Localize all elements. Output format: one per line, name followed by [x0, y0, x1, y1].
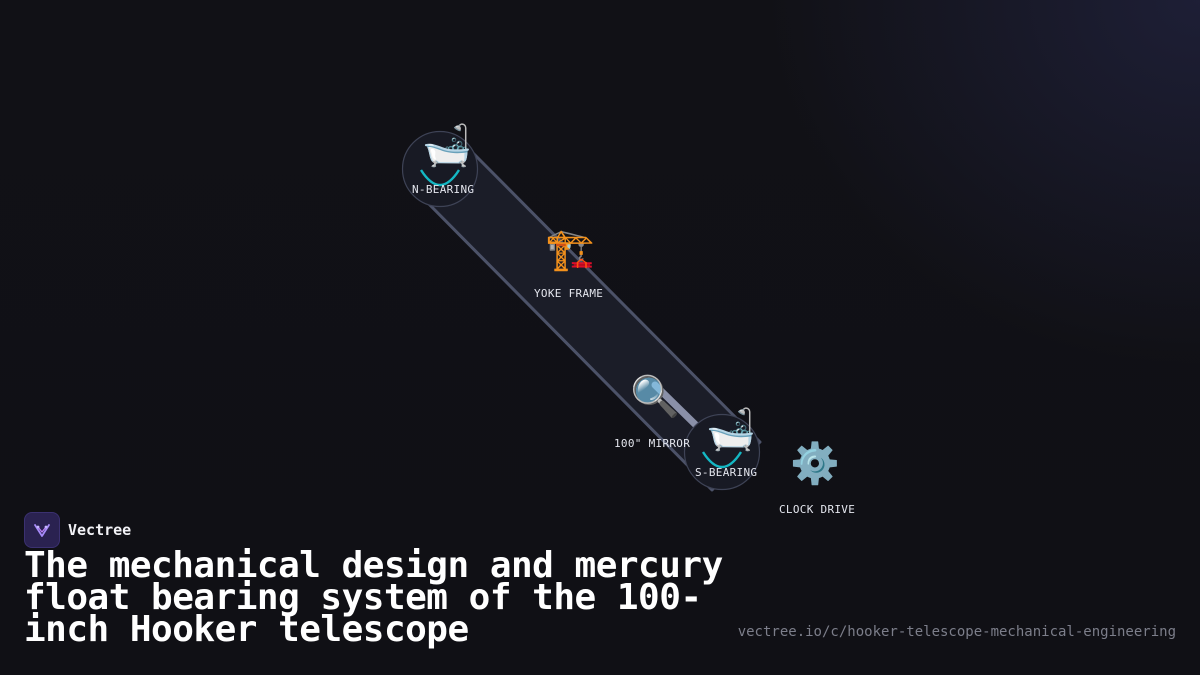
vectree-logo-icon — [24, 512, 60, 548]
s-bearing-ring — [683, 413, 761, 491]
mirror-label: 100" MIRROR — [614, 437, 691, 450]
bathtub-icon: 🛁 — [706, 407, 756, 453]
brand-name: Vectree — [68, 521, 132, 539]
magnifier-icon: 🔍 — [630, 374, 680, 420]
n-bearing-ring — [401, 130, 479, 208]
n-bearing-mercury-arc — [419, 169, 461, 187]
s-bearing-mercury-arc — [701, 451, 743, 469]
source-url[interactable]: vectree.io/c/hooker-telescope-mechanical… — [737, 624, 1176, 640]
gear-icon: ⚙️ — [790, 441, 840, 487]
n-bearing-label: N-BEARING — [412, 183, 475, 196]
yoke-frame-label: YOKE FRAME — [534, 287, 604, 300]
clock-drive-label: CLOCK DRIVE — [779, 503, 856, 516]
bathtub-icon: 🛁 — [422, 123, 472, 169]
brand[interactable]: Vectree — [24, 512, 131, 548]
s-bearing-label: S-BEARING — [695, 466, 758, 479]
crane-icon: 🏗️ — [545, 227, 595, 273]
page-title: The mechanical design and mercury float … — [24, 545, 723, 650]
